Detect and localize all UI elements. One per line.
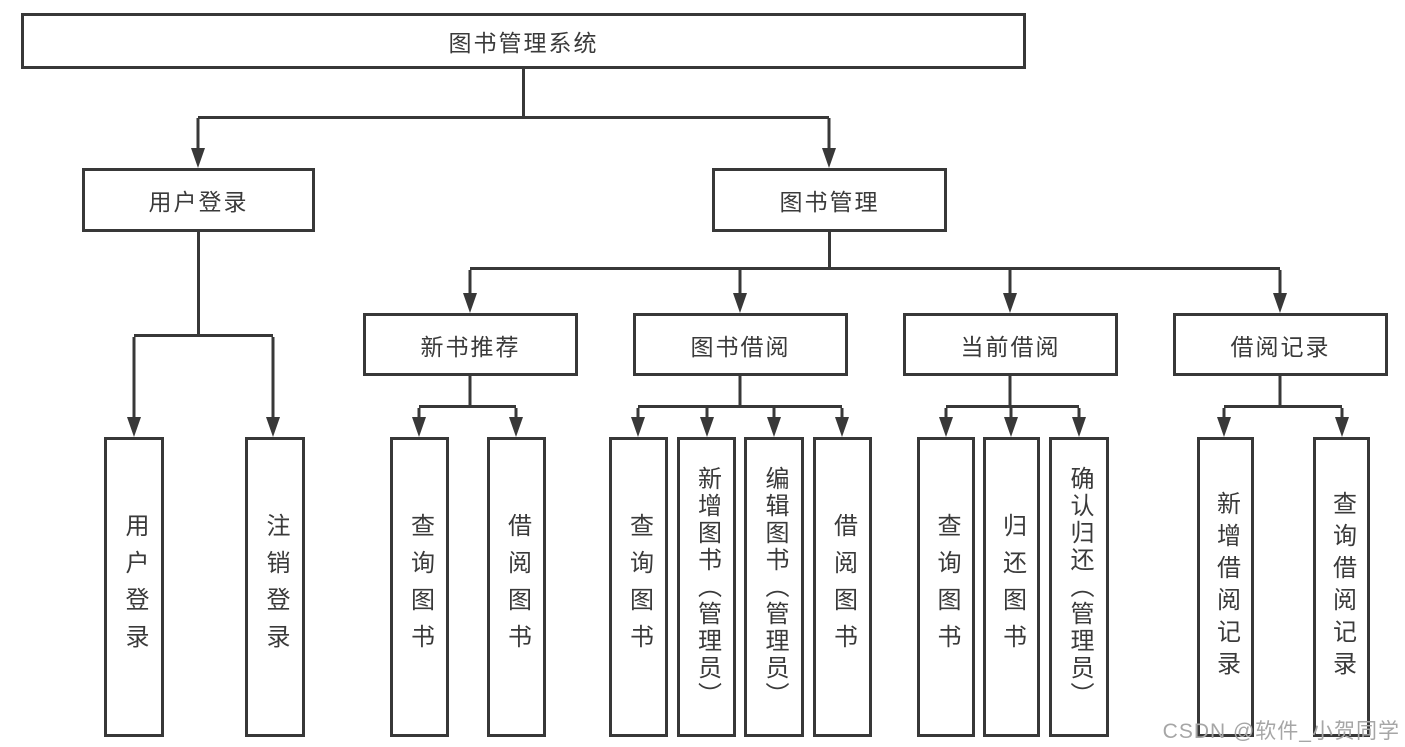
leaf-logout-label: 注销登录 bbox=[262, 513, 289, 661]
leaf-edit-books-admin-label: 编辑图书（管理员） bbox=[761, 465, 788, 709]
leaf-current-query-books-label: 查询图书 bbox=[933, 513, 960, 661]
arrowheads-manage-to-level3 bbox=[463, 293, 1287, 313]
leaf-confirm-return-admin: 确认归还（管理员） bbox=[1049, 437, 1109, 737]
leaf-confirm-return-admin-label: 确认归还（管理员） bbox=[1066, 465, 1093, 709]
leaf-recommend-borrow-books-label: 借阅图书 bbox=[503, 513, 531, 661]
leaf-add-borrow-record-label: 新增借阅记录 bbox=[1212, 491, 1240, 683]
leaf-borrow-borrow-books-label: 借阅图书 bbox=[829, 513, 857, 661]
leaf-add-borrow-record: 新增借阅记录 bbox=[1197, 437, 1254, 737]
arrowheads-borrow-to-leaves bbox=[631, 417, 849, 437]
arrowheads-root-to-level2 bbox=[191, 148, 836, 168]
connector-current-to-leaves bbox=[944, 376, 1081, 419]
leaf-return-books-label: 归还图书 bbox=[998, 513, 1026, 661]
leaf-recommend-query-books-label: 查询图书 bbox=[406, 513, 434, 661]
node-borrow-records: 借阅记录 bbox=[1173, 313, 1388, 376]
arrowheads-recommend-to-leaves bbox=[412, 417, 523, 437]
leaf-edit-books-admin: 编辑图书（管理员） bbox=[744, 437, 804, 737]
node-book-management-label: 图书管理 bbox=[779, 189, 880, 215]
leaf-current-query-books: 查询图书 bbox=[917, 437, 975, 737]
node-library-system-label: 图书管理系统 bbox=[448, 30, 599, 56]
leaf-borrow-query-books-label: 查询图书 bbox=[625, 513, 653, 661]
leaf-borrow-borrow-books: 借阅图书 bbox=[813, 437, 872, 737]
connector-records-to-leaves bbox=[1222, 376, 1344, 419]
connector-login-to-leaves bbox=[132, 232, 275, 419]
leaf-return-books: 归还图书 bbox=[983, 437, 1040, 737]
node-borrow-records-label: 借阅记录 bbox=[1230, 333, 1331, 360]
leaf-recommend-query-books: 查询图书 bbox=[390, 437, 449, 737]
leaf-query-borrow-record: 查询借阅记录 bbox=[1313, 437, 1370, 737]
node-book-borrow: 图书借阅 bbox=[633, 313, 848, 376]
arrowheads-current-to-leaves bbox=[939, 417, 1086, 437]
leaf-logout: 注销登录 bbox=[245, 437, 305, 737]
leaf-user-login-label: 用户登录 bbox=[121, 513, 148, 661]
leaf-borrow-query-books: 查询图书 bbox=[609, 437, 668, 737]
node-book-management: 图书管理 bbox=[712, 168, 947, 232]
connector-recommend-to-leaves bbox=[417, 376, 518, 419]
arrowheads-login-to-leaves bbox=[127, 417, 280, 437]
node-new-book-recommend-label: 新书推荐 bbox=[420, 333, 521, 360]
leaf-add-books-admin: 新增图书（管理员） bbox=[677, 437, 736, 737]
leaf-user-login: 用户登录 bbox=[104, 437, 164, 737]
node-user-login-label: 用户登录 bbox=[148, 189, 249, 215]
arrowheads-records-to-leaves bbox=[1217, 417, 1349, 437]
leaf-recommend-borrow-books: 借阅图书 bbox=[487, 437, 546, 737]
connector-borrow-to-leaves bbox=[636, 376, 844, 419]
connector-manage-to-level3 bbox=[468, 232, 1282, 295]
connector-root-to-level2 bbox=[196, 69, 831, 150]
node-user-login: 用户登录 bbox=[82, 168, 315, 232]
node-new-book-recommend: 新书推荐 bbox=[363, 313, 578, 376]
leaf-add-books-admin-label: 新增图书（管理员） bbox=[693, 465, 721, 709]
node-book-borrow-label: 图书借阅 bbox=[690, 333, 791, 360]
node-current-borrow-label: 当前借阅 bbox=[960, 333, 1061, 360]
node-current-borrow: 当前借阅 bbox=[903, 313, 1118, 376]
leaf-query-borrow-record-label: 查询借阅记录 bbox=[1328, 491, 1356, 683]
node-library-system: 图书管理系统 bbox=[21, 13, 1026, 69]
watermark: CSDN @软件_小贺同学 bbox=[1162, 720, 1400, 743]
